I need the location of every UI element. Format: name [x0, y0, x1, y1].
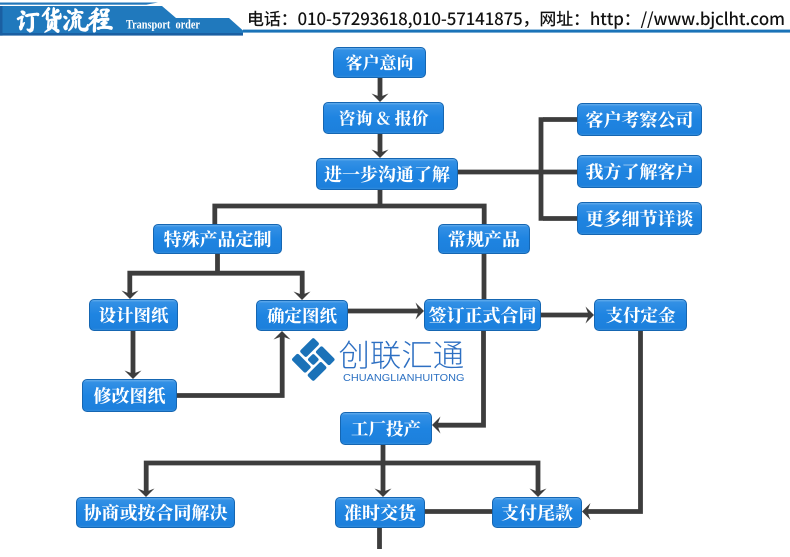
svg-text:Transport order: Transport order — [126, 18, 200, 32]
svg-text:CHUANGLIANHUITONG: CHUANGLIANHUITONG — [343, 372, 465, 384]
